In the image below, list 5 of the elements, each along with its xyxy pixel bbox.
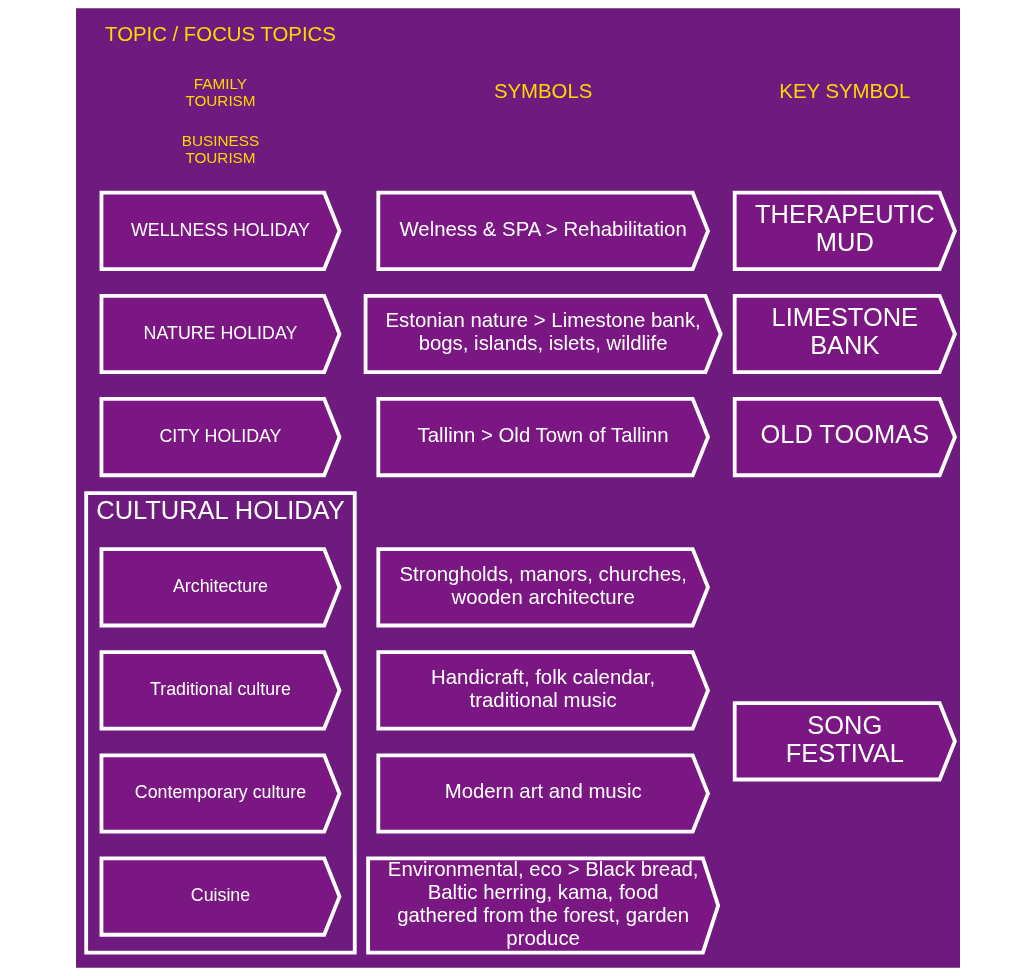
label: KEY SYMBOL <box>779 80 911 103</box>
label: BUSINESS TOURISM <box>181 132 260 166</box>
label: TOPIC / FOCUS TOPICS <box>105 22 336 45</box>
label: FAMILY TOURISM <box>185 75 256 109</box>
label: SYMBOLS <box>493 80 593 103</box>
